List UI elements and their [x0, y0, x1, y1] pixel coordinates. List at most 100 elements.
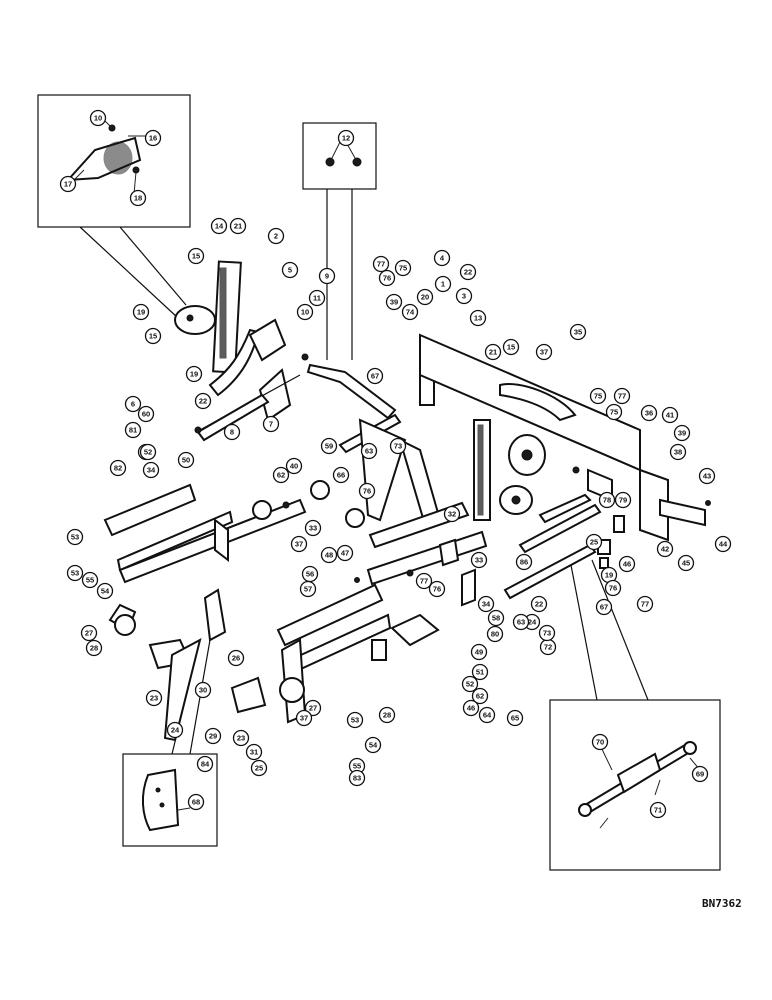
inset-bracket-part: [142, 768, 191, 832]
callout-22: 22: [194, 392, 212, 410]
callout-circle: [618, 555, 636, 573]
callout-41: 41: [661, 406, 679, 424]
callout-43: 43: [698, 467, 716, 485]
callout-circle: [187, 793, 205, 811]
callout-12: 12: [337, 129, 355, 147]
callout-86: 86: [515, 553, 533, 571]
callout-82: 82: [109, 459, 127, 477]
callout-number: 15: [507, 343, 515, 352]
callout-number: 53: [71, 533, 79, 542]
right-end-plates: [587, 468, 706, 542]
callout-49: 49: [470, 643, 488, 661]
callout-number: 55: [86, 576, 94, 585]
callout-39: 39: [385, 293, 403, 311]
inset-connector-top-left: [79, 226, 187, 319]
callout-36: 36: [640, 404, 658, 422]
left-lower-brackets: [148, 588, 267, 742]
callout-73: 73: [538, 624, 556, 642]
callout-number: 75: [610, 408, 618, 417]
callout-circle: [486, 625, 504, 643]
callout-number: 67: [371, 372, 379, 381]
callout-47: 47: [336, 544, 354, 562]
callout-circle: [661, 406, 679, 424]
callout-number: 84: [201, 760, 210, 769]
right-lift-links: [503, 493, 611, 600]
callout-45: 45: [677, 554, 695, 572]
callout-number: 73: [543, 629, 551, 638]
callout-number: 81: [129, 426, 137, 435]
callout-number: 10: [301, 308, 309, 317]
callout-number: 25: [255, 764, 263, 773]
callout-number: 15: [192, 252, 200, 261]
callout-number: 27: [309, 704, 317, 713]
callout-15: 15: [187, 247, 205, 265]
callout-circle: [187, 247, 205, 265]
callout-5: 5: [281, 261, 299, 279]
callout-77: 77: [415, 572, 433, 590]
callout-circle: [318, 267, 336, 285]
callout-59: 59: [320, 437, 338, 455]
callout-number: 65: [511, 714, 519, 723]
callout-circle: [443, 505, 461, 523]
callout-circle: [595, 598, 613, 616]
callout-number: 4: [440, 254, 445, 263]
callout-number: 11: [313, 294, 321, 303]
callout-21: 21: [229, 217, 247, 235]
callout-number: 58: [492, 614, 500, 623]
callout-circle: [455, 287, 473, 305]
callout-33: 33: [470, 551, 488, 569]
callout-circle: [605, 403, 623, 421]
callout-10: 10: [89, 109, 107, 127]
small-hardware: [114, 353, 711, 703]
callout-52: 52: [461, 675, 479, 693]
callout-circle: [81, 571, 99, 589]
callout-number: 34: [147, 466, 156, 475]
callout-1: 1: [434, 275, 452, 293]
callout-number: 55: [353, 762, 361, 771]
callout-circle: [124, 421, 142, 439]
callout-53: 53: [66, 564, 84, 582]
callout-22: 22: [530, 595, 548, 613]
callout-number: 37: [300, 714, 308, 723]
callout-66: 66: [332, 466, 350, 484]
callout-circle: [320, 546, 338, 564]
callout-circle: [66, 564, 84, 582]
callout-number: 35: [574, 328, 582, 337]
inset-pin-assembly: [65, 119, 148, 195]
callout-number: 41: [666, 411, 674, 420]
callout-circle: [124, 395, 142, 413]
callout-25: 25: [250, 759, 268, 777]
callout-number: 47: [341, 549, 349, 558]
callout-circle: [295, 709, 313, 727]
callout-circle: [285, 457, 303, 475]
callout-number: 78: [603, 496, 611, 505]
callout-circle: [144, 327, 162, 345]
callout-circle: [177, 451, 195, 469]
callout-54: 54: [96, 582, 114, 600]
callout-24: 24: [166, 721, 184, 739]
callout-number: 15: [149, 332, 157, 341]
callout-circle: [415, 572, 433, 590]
callout-circle: [535, 343, 553, 361]
callout-circle: [250, 759, 268, 777]
callout-number: 2: [274, 232, 278, 241]
callout-circle: [677, 554, 695, 572]
callout-number: 68: [192, 798, 200, 807]
callout-circle: [232, 729, 250, 747]
callout-circle: [129, 189, 147, 207]
callout-number: 86: [520, 558, 528, 567]
callout-68: 68: [187, 793, 205, 811]
callout-73: 73: [389, 437, 407, 455]
callout-circle: [348, 769, 366, 787]
callout-number: 23: [150, 694, 158, 703]
callout-71: 71: [649, 801, 667, 819]
callout-58: 58: [487, 609, 505, 627]
callout-number: 49: [475, 648, 483, 657]
callout-number: 28: [383, 711, 391, 720]
callout-80: 80: [486, 625, 504, 643]
callout-number: 73: [394, 442, 402, 451]
callout-circle: [372, 255, 390, 273]
callout-14: 14: [210, 217, 228, 235]
callout-number: 54: [369, 741, 378, 750]
callout-48: 48: [320, 546, 338, 564]
